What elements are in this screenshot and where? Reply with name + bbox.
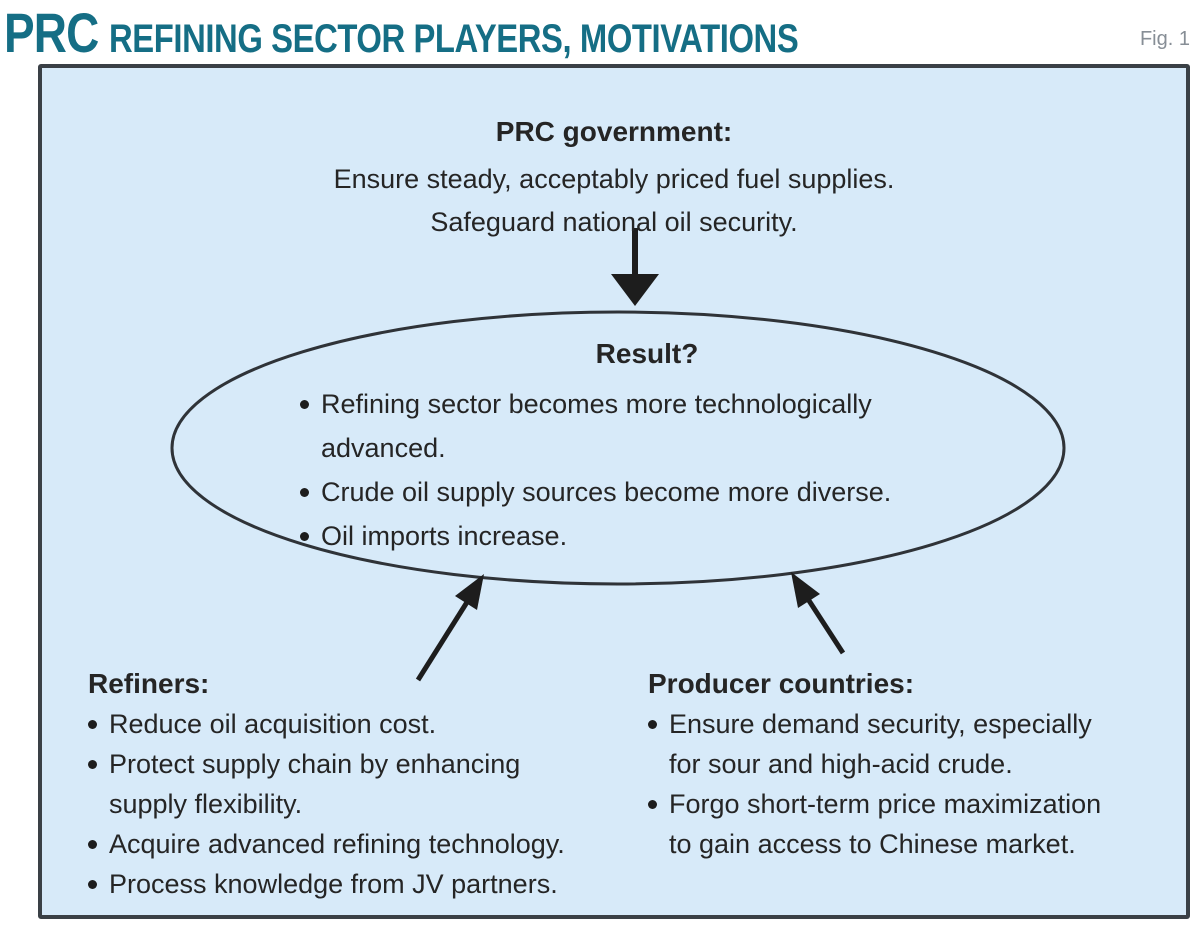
producer-countries-block: Producer countries: Ensure demand securi… <box>648 664 1182 864</box>
bullet-text: Process knowledge from JV partners. <box>109 869 558 899</box>
list-item: Protect supply chain by enhancing supply… <box>88 744 668 824</box>
bullet-dot <box>300 382 321 409</box>
bullet-dot <box>88 744 109 769</box>
bullet-text: Oil imports increase. <box>321 521 568 551</box>
government-heading: PRC government: <box>495 116 733 147</box>
refiners-block: Refiners: Reduce oil acquisition cost. P… <box>88 664 668 904</box>
bullet-dot <box>88 704 109 729</box>
bullet-dot <box>300 470 321 497</box>
bullet-text: Ensure demand security, especially for s… <box>669 709 1092 779</box>
bullet-text: Forgo short-term price maximization to g… <box>669 789 1102 859</box>
result-block: Result? Refining sector becomes more tec… <box>300 336 994 558</box>
list-item: Forgo short-term price maximization to g… <box>648 784 1182 864</box>
list-item: Oil imports increase. <box>300 514 994 558</box>
figure-header: PRC REFINING SECTOR PLAYERS, MOTIVATIONS… <box>4 0 1200 64</box>
government-block: PRC government: Ensure steady, acceptabl… <box>42 112 1186 244</box>
list-item: Crude oil supply sources become more div… <box>300 470 994 514</box>
result-heading: Result? <box>595 338 699 369</box>
government-line: Ensure steady, acceptably priced fuel su… <box>333 164 895 194</box>
figure-number: Fig. 1 <box>1139 28 1190 50</box>
government-line: Safeguard national oil security. <box>430 207 798 237</box>
title-prefix: PRC <box>4 1 99 64</box>
list-item: Refining sector becomes more technologic… <box>300 382 994 470</box>
figure-title: PRC REFINING SECTOR PLAYERS, MOTIVATIONS <box>4 0 1200 65</box>
bullet-text: Reduce oil acquisition cost. <box>109 709 437 739</box>
bullet-dot <box>648 704 669 729</box>
title-rest: REFINING SECTOR PLAYERS, MOTIVATIONS <box>109 17 799 61</box>
list-item: Process knowledge from JV partners. <box>88 864 668 904</box>
bullet-dot <box>300 514 321 541</box>
producer-countries-heading: Producer countries: <box>648 668 915 699</box>
bullet-dot <box>88 864 109 889</box>
list-item: Reduce oil acquisition cost. <box>88 704 668 744</box>
bullet-text: Refining sector becomes more technologic… <box>321 389 872 463</box>
bullet-dot <box>88 824 109 849</box>
bullet-text: Protect supply chain by enhancing supply… <box>109 749 521 819</box>
bullet-text: Crude oil supply sources become more div… <box>321 477 892 507</box>
bullet-text: Acquire advanced refining technology. <box>109 829 565 859</box>
diagram-box: PRC government: Ensure steady, acceptabl… <box>38 64 1190 919</box>
refiners-heading: Refiners: <box>88 668 210 699</box>
list-item: Ensure demand security, especially for s… <box>648 704 1182 784</box>
list-item: Acquire advanced refining technology. <box>88 824 668 864</box>
bullet-dot <box>648 784 669 809</box>
producers-to-result-arrow <box>791 572 846 655</box>
